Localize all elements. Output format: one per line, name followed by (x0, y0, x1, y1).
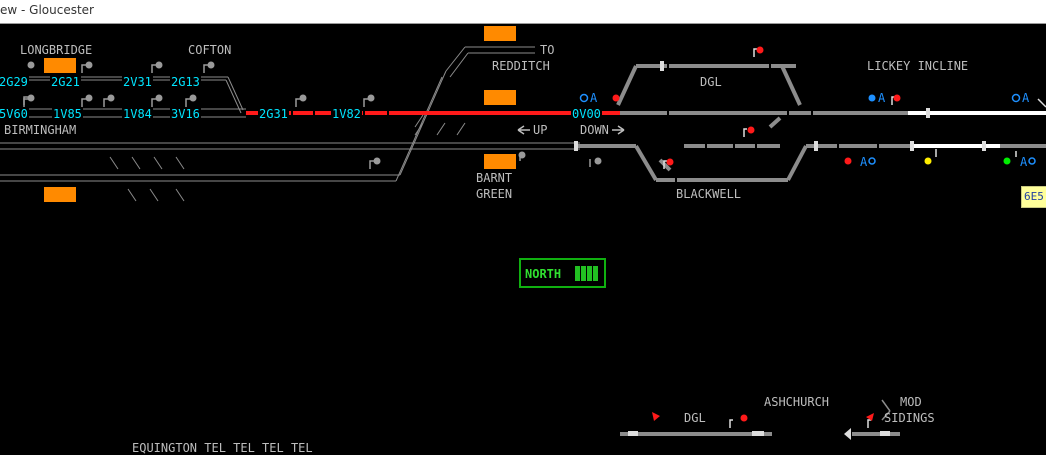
location-label-longbridge: LONGBRIDGE (20, 43, 93, 57)
train-describer[interactable]: 0V00 (571, 107, 602, 121)
train-describer[interactable]: 5V60 (0, 107, 29, 121)
berth-box[interactable] (484, 26, 516, 41)
location-label-birmingham: BIRMINGHAM (4, 123, 77, 137)
north-panel-label: NORTH (525, 267, 562, 281)
berth-box[interactable] (484, 154, 516, 169)
train-describer[interactable]: 2G13 (170, 75, 201, 89)
location-label-bottom-row: EQUINGTON TEL TEL TEL TEL (132, 441, 313, 455)
location-label-lickey-incline: LICKEY INCLINE (867, 59, 969, 73)
north-panel[interactable]: NORTH (519, 258, 606, 288)
auto-indicator: A (878, 91, 886, 105)
direction-label-up: UP (533, 123, 548, 137)
auto-indicator: A (1022, 91, 1030, 105)
berth-box[interactable] (484, 90, 516, 105)
berth-box[interactable] (44, 58, 76, 73)
train-describer[interactable]: 1V82 (331, 107, 362, 121)
location-label-dgl-lower: DGL (684, 411, 706, 425)
location-label-to: TO (540, 43, 555, 57)
train-describer[interactable]: 3V16 (170, 107, 201, 121)
train-describer[interactable]: 1V85 (52, 107, 83, 121)
train-describer[interactable]: 1V84 (122, 107, 153, 121)
location-label-green: GREEN (476, 187, 513, 201)
location-label-dgl: DGL (700, 75, 722, 89)
auto-indicator: A (1020, 155, 1028, 169)
train-describer[interactable]: 2V31 (122, 75, 153, 89)
train-describer[interactable]: 2G31 (258, 107, 289, 121)
berth-tag[interactable]: 6E5 (1021, 186, 1046, 208)
auto-indicator: A (860, 155, 868, 169)
location-label-barnt: BARNT (476, 171, 513, 185)
location-label-blackwell: BLACKWELL (676, 187, 742, 201)
track-diagram (0, 46, 1046, 440)
auto-indicator: A (590, 91, 598, 105)
location-label-cofton: COFTON (188, 43, 232, 57)
train-describer[interactable]: 2G29 (0, 75, 29, 89)
train-describer[interactable]: 2G21 (50, 75, 81, 89)
window-title: ew - Gloucester (0, 3, 94, 17)
location-label-ashchurch: ASHCHURCH (764, 395, 830, 409)
window-titlebar: ew - Gloucester (0, 0, 1046, 24)
direction-label-down: DOWN (580, 123, 609, 137)
location-label-mod: MOD (900, 395, 922, 409)
north-level-indicator (575, 266, 599, 282)
location-label-sidings: SIDINGS (884, 411, 935, 425)
location-label-redditch: REDDITCH (492, 59, 550, 73)
berth-box[interactable] (44, 187, 76, 202)
